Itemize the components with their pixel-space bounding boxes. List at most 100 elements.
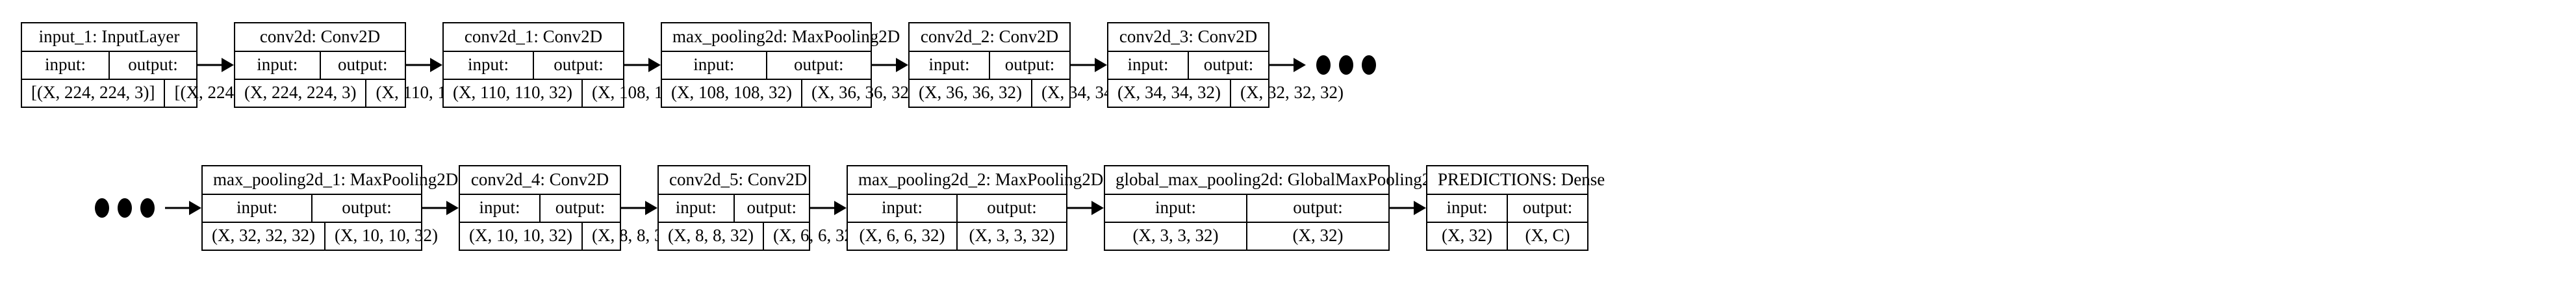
arrow-head — [1414, 201, 1426, 215]
input-header-cell: input: — [1108, 52, 1189, 79]
layer-node-shape-table: input: output: (X, 32)(X, C) — [1427, 195, 1587, 250]
layer-node-title: input_1: InputLayer — [22, 23, 196, 52]
output-header-cell: output: — [987, 198, 1037, 217]
output-shape-cell: (X, 3, 3, 32) — [969, 226, 1055, 245]
shape-value-row: (X, 36, 36, 32)(X, 34, 34, 32) — [910, 80, 1145, 107]
input-shape-cell: (X, 32, 32, 32) — [203, 223, 325, 250]
arrow-head — [446, 201, 459, 215]
flow-arrow-icon — [1269, 55, 1306, 75]
shape-value-row: (X, 108, 108, 32)(X, 36, 36, 32) — [662, 80, 915, 107]
ellipsis-dots-icon — [84, 198, 165, 218]
output-shape-cell: (X, 36, 36, 32) — [811, 83, 915, 102]
layer-node-title: PREDICTIONS: Dense — [1427, 166, 1605, 195]
layer-node-title: max_pooling2d_2: MaxPooling2D — [848, 166, 1103, 195]
output-header-cell: output: — [1522, 198, 1573, 217]
ellipsis-dot — [95, 198, 109, 218]
ellipsis-dot — [1316, 55, 1331, 75]
output-header-cell: output: — [554, 55, 604, 74]
output-header-cell: output: — [337, 55, 388, 74]
output-header-cell: output: — [342, 198, 392, 217]
ellipsis-dot — [1339, 55, 1353, 75]
input-shape-cell: (X, 36, 36, 32) — [910, 80, 1032, 107]
flow-arrow-icon — [1067, 198, 1104, 218]
layer-node-shape-table: input:output:(X, 8, 8, 32)(X, 6, 6, 32) — [659, 195, 859, 250]
flow-arrow-icon — [810, 198, 847, 218]
output-header-cell: output: — [793, 55, 844, 74]
arrow-shaft — [198, 64, 223, 66]
output-shape-cell: (X, 32, 32, 32) — [1240, 83, 1344, 102]
input-shape-cell: (X, 8, 8, 32) — [659, 223, 764, 250]
arrow-head — [1294, 58, 1306, 72]
shape-value-row: (X, 224, 224, 3)(X, 110, 110, 32) — [235, 80, 495, 107]
arrow-shaft — [1269, 64, 1295, 66]
flow-arrow-icon — [872, 55, 908, 75]
shape-value-row: (X, 34, 34, 32)(X, 32, 32, 32) — [1108, 80, 1344, 107]
shape-header-row: input:output: — [1108, 52, 1268, 80]
input-shape-cell: (X, 6, 6, 32) — [848, 223, 958, 250]
input-header-cell: input: — [235, 52, 321, 79]
layer-node-title: conv2d_1: Conv2D — [444, 23, 623, 52]
arrow-head — [645, 201, 657, 215]
arrow-shaft — [872, 64, 898, 66]
shape-value-row: (X, 32)(X, C) — [1427, 223, 1587, 250]
layer-node-shape-table: input:output:(X, 108, 108, 32)(X, 36, 36… — [662, 52, 915, 107]
input-header-cell: input: — [848, 195, 958, 222]
flow-arrow-icon — [624, 55, 661, 75]
layer-node-shape-table: input:output:(X, 110, 110, 32)(X, 108, 1… — [444, 52, 713, 107]
layer-node-shape-table: input:output:(X, 10, 10, 32)(X, 8, 8, 32… — [460, 195, 678, 250]
output-shape-cell: (X, 32) — [1292, 226, 1344, 245]
layer-node-shape-table: input:output:[(X, 224, 224, 3)][(X, 224,… — [22, 52, 298, 107]
shape-header-row: input:output: — [444, 52, 623, 80]
ellipsis-dots-icon — [1306, 55, 1386, 75]
arrow-shaft — [624, 64, 650, 66]
shape-value-row: (X, 10, 10, 32)(X, 8, 8, 32) — [460, 223, 678, 250]
arrow-head — [189, 201, 201, 215]
input-header-cell: input: — [1105, 195, 1247, 222]
layer-node-title: conv2d_5: Conv2D — [659, 166, 809, 195]
layer-node-title: conv2d: Conv2D — [235, 23, 405, 52]
shape-header-row: input: output: — [235, 52, 405, 80]
shape-header-row: input:output: — [659, 195, 809, 223]
shape-header-row: input:output: — [460, 195, 620, 223]
shape-header-row: input:output: — [662, 52, 871, 80]
layer-node-title: conv2d_4: Conv2D — [460, 166, 620, 195]
layer-node-shape-table: input:output:(X, 34, 34, 32)(X, 32, 32, … — [1108, 52, 1344, 107]
flow-arrow-icon — [165, 198, 201, 218]
shape-value-row: (X, 3, 3, 32)(X, 32) — [1105, 223, 1388, 250]
arrow-shaft — [1067, 207, 1093, 209]
flow-arrow-icon — [198, 55, 234, 75]
flow-arrow-icon — [621, 198, 657, 218]
shape-value-row: (X, 32, 32, 32)(X, 10, 10, 32) — [203, 223, 438, 250]
ellipsis-dot — [140, 198, 155, 218]
arrow-shaft — [810, 207, 836, 209]
layer-node[interactable]: global_max_pooling2d: GlobalMaxPooling2D… — [1104, 165, 1444, 251]
shape-header-row: input:output: — [910, 52, 1069, 80]
input-header-cell: input: — [1427, 195, 1508, 222]
arrow-head — [1091, 201, 1104, 215]
layer-node-title: max_pooling2d: MaxPooling2D — [662, 23, 900, 52]
arrow-shaft — [406, 64, 432, 66]
input-shape-cell: (X, 32) — [1427, 223, 1508, 250]
arrow-shaft — [621, 207, 647, 209]
output-header-cell: output: — [746, 198, 797, 217]
output-header-cell: output: — [1293, 198, 1343, 217]
input-header-cell: input: — [460, 195, 541, 222]
layer-node-title: conv2d_2: Conv2D — [910, 23, 1069, 52]
flow-arrow-icon — [406, 55, 442, 75]
flow-arrow-icon — [1390, 198, 1426, 218]
input-shape-cell: (X, 10, 10, 32) — [460, 223, 583, 250]
input-header-cell: input: — [22, 52, 110, 79]
